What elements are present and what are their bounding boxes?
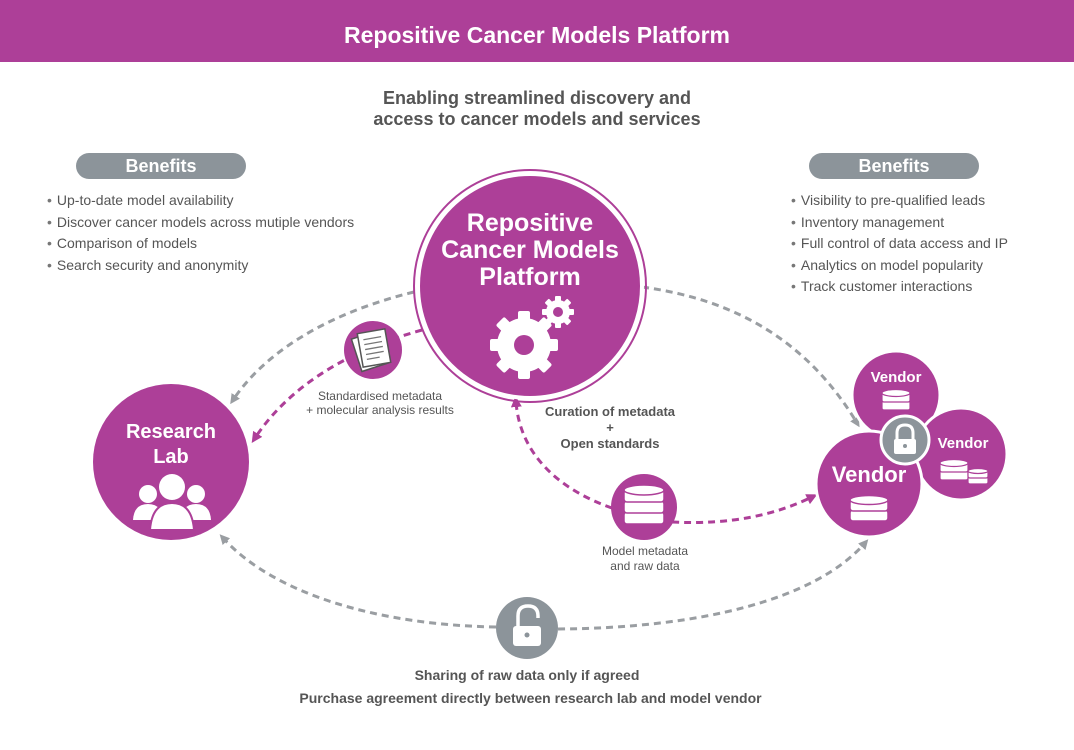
model-metadata-line-2: and raw data — [610, 559, 680, 573]
list-item: Comparison of models — [47, 233, 354, 255]
arrow-platform-to-vendor — [641, 285, 860, 428]
benefits-left-list: Up-to-date model availability Discover c… — [47, 190, 354, 276]
platform-circle — [416, 172, 644, 400]
platform-label: Repositive Cancer Models Platform — [430, 210, 630, 291]
benefits-left-title: Benefits — [125, 156, 197, 176]
sharing-label: Sharing of raw data only if agreed — [414, 667, 640, 683]
vendor-right-circle — [913, 406, 1009, 502]
platform-label-line-3: Platform — [479, 263, 581, 291]
arrow-vendor-metadata-loop — [671, 494, 818, 524]
list-item: Discover cancer models across mutiple ve… — [47, 212, 354, 234]
document-icon — [350, 327, 392, 373]
benefits-right-title: Benefits — [858, 156, 930, 176]
vendor-main-label: Vendor — [831, 462, 907, 487]
list-item: Up-to-date model availability — [47, 190, 354, 212]
benefits-right-list: Visibility to pre-qualified leads Invent… — [791, 190, 1008, 298]
curation-label: Curation of metadata + Open standards — [520, 404, 700, 452]
vendor-right-label: Vendor — [937, 435, 989, 452]
standardised-label: Standardised metadata + molecular analys… — [290, 389, 470, 417]
unlock-icon — [513, 604, 541, 646]
header-title: Repositive Cancer Models Platform — [344, 22, 730, 48]
curation-line-2: + — [606, 420, 614, 435]
subtitle-line-2: access to cancer models and services — [373, 109, 701, 129]
arrow-metadata-to-platform — [510, 396, 613, 510]
list-item: Visibility to pre-qualified leads — [791, 190, 1008, 212]
database-icon — [881, 388, 911, 411]
standardised-line-1: Standardised metadata — [317, 389, 443, 403]
database-icon — [939, 458, 989, 485]
subtitle-line-1: Enabling streamlined discovery and — [382, 88, 692, 108]
vendor-top-label: Vendor — [870, 369, 922, 386]
research-lab-line-2: Lab — [153, 446, 189, 468]
database-icon — [623, 484, 665, 525]
purchase-label: Purchase agreement directly between rese… — [299, 690, 762, 706]
research-lab-label: Research Lab — [101, 420, 241, 470]
standardised-line-2: + molecular analysis results — [306, 403, 454, 417]
platform-label-line-1: Repositive — [466, 209, 594, 237]
model-metadata-line-1: Model metadata — [601, 544, 689, 558]
platform-label-line-2: Cancer Models — [441, 236, 619, 264]
arrow-sharing-to-vendor — [557, 539, 869, 631]
people-icon — [133, 474, 211, 531]
arrow-sharing-to-lab — [219, 534, 497, 629]
list-item: Search security and anonymity — [47, 255, 354, 277]
gear-icon — [490, 296, 574, 379]
subtitle: Enabling streamlined discovery and acces… — [0, 88, 1074, 130]
arrow-platform-to-lab — [230, 290, 415, 405]
benefits-left-pill: Benefits — [76, 153, 246, 179]
list-item: Track customer interactions — [791, 276, 1008, 298]
benefits-right-pill: Benefits — [809, 153, 979, 179]
curation-line-3: Open standards — [560, 436, 660, 451]
list-item: Analytics on model popularity — [791, 255, 1008, 277]
lock-icon — [894, 423, 916, 454]
research-lab-line-1: Research — [125, 421, 217, 443]
research-lab-circle — [93, 384, 249, 540]
database-icon — [849, 494, 889, 522]
list-item: Full control of data access and IP — [791, 233, 1008, 255]
curation-line-1: Curation of metadata — [544, 404, 675, 419]
model-metadata-label: Model metadata and raw data — [575, 544, 715, 574]
list-item: Inventory management — [791, 212, 1008, 234]
header-banner: Repositive Cancer Models Platform — [0, 0, 1074, 62]
